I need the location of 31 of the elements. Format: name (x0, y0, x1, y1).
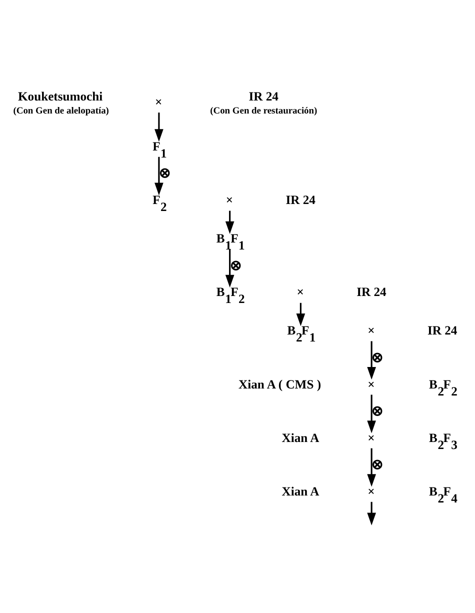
node-text: × (368, 484, 375, 498)
node-text: IR 24 (427, 324, 458, 338)
node-text: IR 24 (248, 89, 278, 104)
node-label: (Con Gen de alelopatía) (13, 106, 109, 117)
edge-label: ⊗ (158, 166, 171, 182)
node-text: × (155, 94, 162, 109)
edge-label: ⊗ (372, 350, 384, 366)
arrow (296, 302, 306, 326)
node-text: × (368, 377, 375, 392)
node-label: (Con Gen de restauración) (210, 106, 318, 117)
node-text: Xian A (282, 484, 320, 498)
edge-label: ⊗ (372, 457, 384, 474)
edge-label: ⊗ (372, 403, 384, 420)
node-text: IR 24 (286, 192, 316, 207)
node-text: × (226, 192, 234, 207)
arrow (367, 502, 376, 526)
arrow (154, 112, 164, 142)
node-text: × (368, 430, 375, 445)
arrow (225, 249, 234, 288)
arrow (154, 156, 164, 196)
arrow (367, 394, 376, 434)
node-text: IR 24 (356, 285, 386, 300)
node-text: Xian A (282, 430, 320, 445)
node-text: × (368, 324, 375, 338)
node-text: Kouketsumochi (18, 89, 103, 104)
arrow (225, 210, 234, 234)
node-text: × (296, 285, 304, 300)
arrow (367, 448, 376, 487)
arrow (367, 341, 376, 380)
node-text: Xian A ( CMS ) (238, 377, 322, 392)
edge-label: ⊗ (230, 258, 242, 274)
